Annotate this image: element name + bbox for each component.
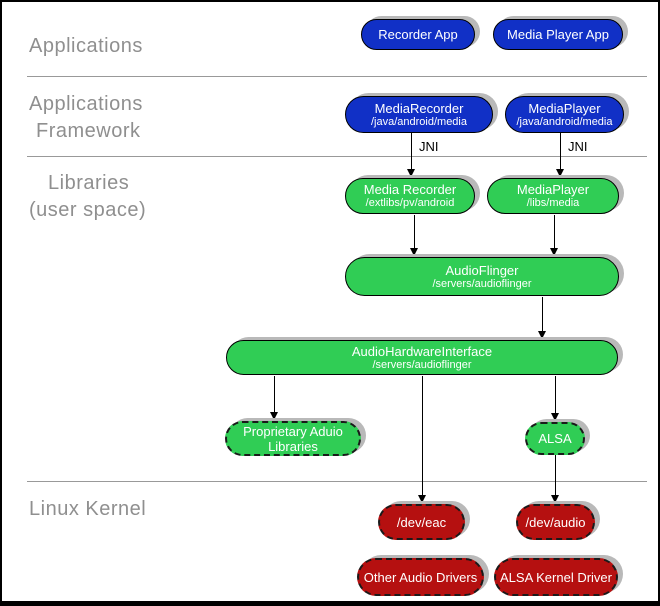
node-path: /libs/media	[526, 197, 580, 209]
arrowhead-ahi-to-alsa	[551, 413, 559, 421]
arrow-audioflinger-to-ahi	[542, 297, 543, 332]
node-title: AudioFlinger	[445, 262, 519, 278]
node-title: MediaPlayer	[528, 100, 601, 116]
node-path: /java/android/media	[370, 115, 467, 128]
node-media-player-app: Media Player App	[493, 19, 623, 50]
layer-label-applications: Applications	[29, 35, 143, 57]
node-title: Media Recorder	[363, 182, 457, 197]
arrowhead-mediaplayer-to-audioflinger	[550, 248, 558, 256]
arrow-mediaplayer-jni	[560, 133, 561, 170]
arrow-mediarecorder-to-audioflinger	[414, 215, 415, 249]
node-title: Proprietary Aduio Libraries	[243, 423, 343, 454]
node-title: MediaRecorder	[374, 100, 464, 116]
arrow-alsa-to-dev-audio	[555, 455, 556, 496]
node-proprietary-audio-libraries: Proprietary Aduio Libraries	[225, 421, 361, 456]
node-recorder-app: Recorder App	[361, 19, 475, 50]
node-path: /extlibs/pv/android	[365, 197, 455, 209]
node-title: ALSA Kernel Driver	[500, 569, 612, 585]
arrowhead-mediaplayer-jni	[556, 169, 564, 177]
arrowhead-mediarecorder-jni	[407, 169, 415, 177]
arrowhead-alsa-to-dev-audio	[551, 495, 559, 503]
node-title: Media Player App	[507, 27, 609, 42]
node-media-recorder-lib: Media Recorder /extlibs/pv/android	[345, 178, 475, 214]
separator-applications-framework	[27, 76, 647, 77]
node-title: /dev/audio	[525, 514, 586, 530]
node-mediaplayer-lib: MediaPlayer /libs/media	[487, 178, 619, 214]
layer-label-framework-line1: Applications	[29, 93, 143, 115]
jni-label-right: JNI	[568, 139, 588, 154]
arrowhead-audioflinger-to-ahi	[538, 331, 546, 339]
node-dev-eac: /dev/eac	[378, 504, 465, 540]
layer-label-libraries-line1: Libraries	[48, 172, 130, 194]
node-alsa-kernel-driver: ALSA Kernel Driver	[494, 558, 618, 596]
arrow-mediarecorder-jni	[411, 133, 412, 170]
node-mediarecorder-framework: MediaRecorder /java/android/media	[345, 96, 493, 133]
arrow-mediaplayer-to-audioflinger	[554, 215, 555, 249]
node-mediaplayer-framework: MediaPlayer /java/android/media	[505, 96, 624, 133]
node-title: /dev/eac	[396, 514, 447, 530]
separator-libraries-kernel	[27, 481, 647, 482]
separator-framework-libraries	[27, 156, 647, 157]
node-audioflinger: AudioFlinger /servers/audioflinger	[345, 257, 619, 296]
layer-label-linux-kernel: Linux Kernel	[29, 498, 147, 520]
node-path: /servers/audioflinger	[372, 358, 472, 371]
arrow-ahi-to-proprietary	[274, 376, 275, 413]
arrowhead-ahi-to-proprietary	[270, 412, 278, 420]
node-dev-audio: /dev/audio	[516, 504, 595, 540]
node-title: ALSA	[538, 431, 572, 446]
node-alsa: ALSA	[525, 422, 585, 455]
arrow-ahi-to-dev-eac	[422, 376, 423, 496]
jni-label-left: JNI	[419, 139, 439, 154]
node-title: Other Audio Drivers	[363, 569, 478, 585]
node-other-audio-drivers: Other Audio Drivers	[357, 558, 484, 596]
node-title: Recorder App	[378, 27, 458, 42]
arrowhead-ahi-to-dev-eac	[418, 495, 426, 503]
node-title: AudioHardwareInterface	[351, 343, 493, 359]
node-audio-hardware-interface: AudioHardwareInterface /servers/audiofli…	[226, 340, 618, 375]
layer-label-libraries-line2: (user space)	[29, 199, 147, 221]
node-title: MediaPlayer	[516, 182, 590, 197]
node-path: /java/android/media	[516, 115, 613, 128]
layer-label-framework-line2: Framework	[36, 120, 141, 142]
arrowhead-mediarecorder-to-audioflinger	[410, 248, 418, 256]
arrow-ahi-to-alsa	[555, 376, 556, 414]
node-path: /servers/audioflinger	[432, 277, 532, 290]
